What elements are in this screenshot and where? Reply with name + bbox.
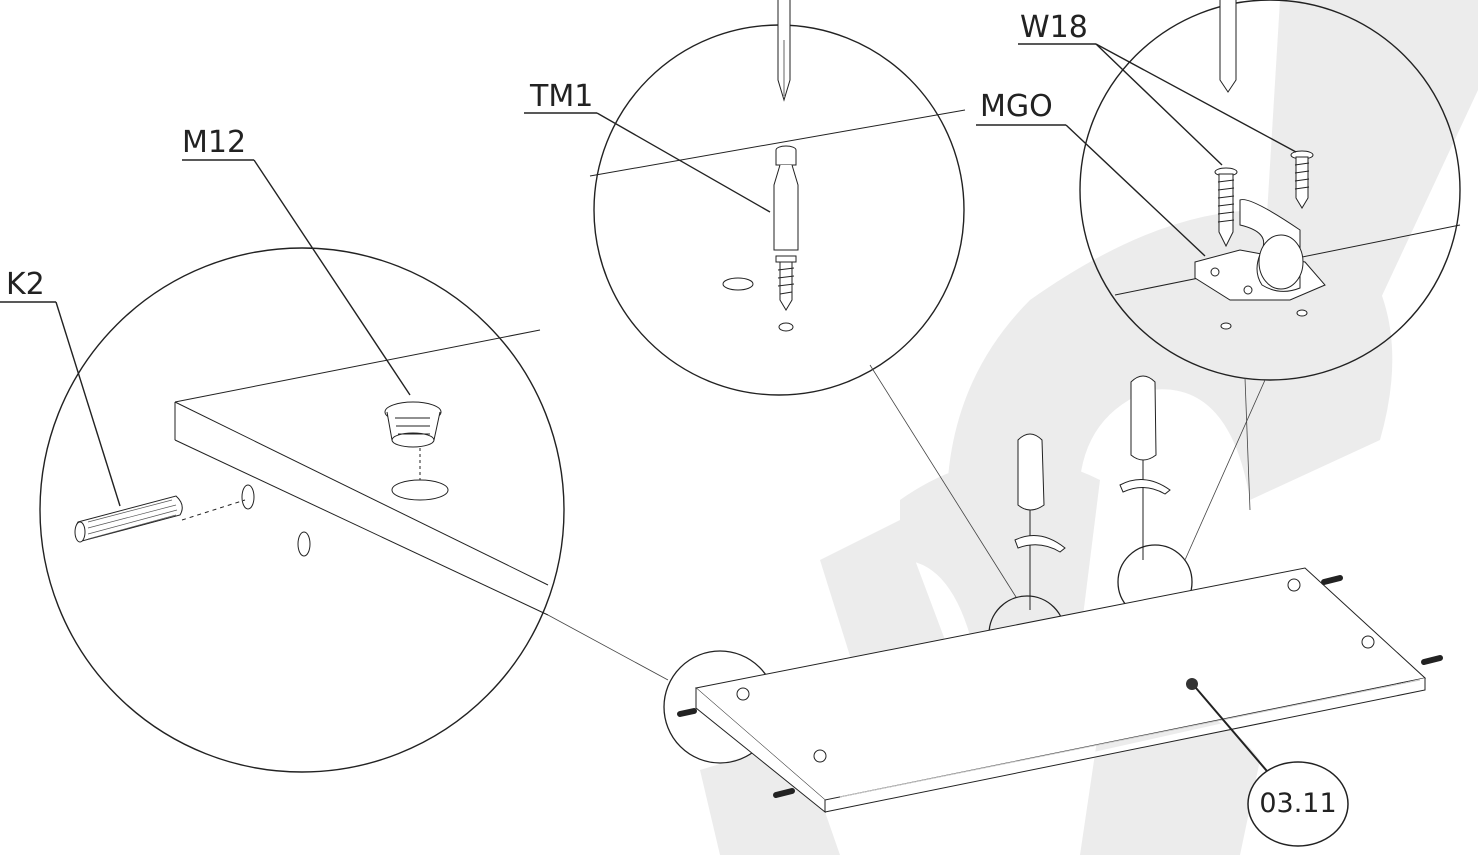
part-leader [1195,687,1279,785]
main-board [694,567,1427,814]
part-number-label: 03.11 [1259,788,1337,819]
callout-mgo: MGO [980,89,1053,124]
screwdriver-icon [1119,375,1171,560]
leader-lines [547,364,1266,681]
cam-lock-icon [384,401,442,480]
screwdriver-icon [1014,433,1066,610]
board-edge-detail [174,329,549,616]
connector-bolt-icon [589,0,966,332]
part-number-oval [1247,761,1349,847]
callout-tm1: TM1 [530,79,594,114]
cam-lock-icon [736,578,1375,763]
dowel-icon [677,575,1443,798]
part-marker [1186,678,1198,690]
screw-icon [1290,150,1314,209]
callout-k2: K2 [6,267,45,302]
callout-w18: W18 [1020,10,1088,45]
detail-circle-cam-lock [39,247,565,773]
detail-circle-hinge [1079,0,1461,381]
dowel-icon [74,495,183,543]
callout-m12: M12 [182,125,247,160]
screw-icon [1214,167,1238,248]
callout-leaders [0,43,1297,507]
hinge-icon [1114,0,1461,330]
